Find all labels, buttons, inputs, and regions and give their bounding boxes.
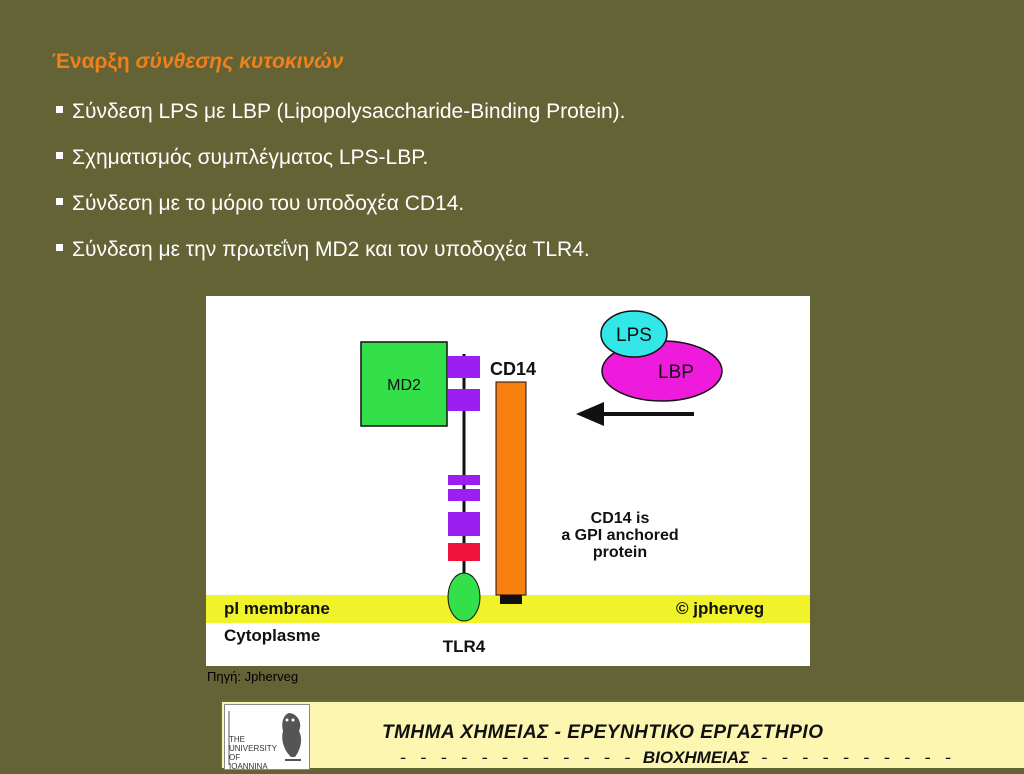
receptor-diagram: pl membrane © jpherveg Cytoplasme MD2 TL… xyxy=(206,296,810,666)
bullet-list: Σύνδεση LPS με LBP (Lipopolysaccharide-B… xyxy=(56,98,626,282)
bullet-text: Σύνδεση με την πρωτεΐνη MD2 και τον υποδ… xyxy=(72,238,590,261)
lps-label: LPS xyxy=(616,325,652,346)
footer-dashes-left: - - - - - - - - - - - - xyxy=(398,750,643,769)
footer-lab-name: ΒΙΟΧΗΜΕΙΑΣ xyxy=(642,748,750,767)
note-line-1: CD14 is xyxy=(591,510,650,527)
tlr4-domain-3 xyxy=(448,475,480,485)
logo-line: OF xyxy=(229,753,241,762)
note-line-2: a GPI anchored xyxy=(561,527,678,544)
lps-ellipse xyxy=(600,310,668,358)
cd14-bar xyxy=(495,381,527,596)
md2-label: MD2 xyxy=(387,377,421,394)
bullet-item: Σχηματισμός συμπλέγματος LPS-LBP. xyxy=(56,144,626,190)
tlr4-label: TLR4 xyxy=(443,637,486,656)
university-logo: THE UNIVERSITY OF IOANNINA xyxy=(224,704,310,771)
footer-banner: THE UNIVERSITY OF IOANNINA ΤΜΗΜΑ ΧΗΜΕΙΑΣ… xyxy=(220,700,1024,771)
tlr4-red-domain xyxy=(448,543,480,561)
bullet-item: Σύνδεση LPS με LBP (Lipopolysaccharide-B… xyxy=(56,98,626,144)
slide-title: Έναρξη σύνθεσης κυτοκινών xyxy=(52,50,343,74)
bullet-square-icon xyxy=(56,197,63,205)
bullet-text: Σύνδεση με το μόριο του υποδοχέα CD14. xyxy=(72,192,465,215)
logo-text: THE UNIVERSITY OF IOANNINA xyxy=(229,735,277,771)
note-line-3: protein xyxy=(593,544,647,561)
tlr4-domain-2 xyxy=(448,389,480,411)
footer-lab: - - - - - - - - - - - - ΒΙΟΧΗΜΕΙΑΣ - - -… xyxy=(398,748,953,769)
title-normal: Έναρξη xyxy=(52,50,136,73)
arrow-head-icon xyxy=(576,402,604,426)
receptor-diagram-svg: pl membrane © jpherveg Cytoplasme MD2 TL… xyxy=(206,310,810,656)
membrane-label: pl membrane xyxy=(224,599,330,618)
tlr4-domain-5 xyxy=(448,512,480,536)
logo-line: THE xyxy=(229,735,245,744)
bullet-square-icon xyxy=(56,151,63,159)
footer-dashes-right: - - - - - - - - - - xyxy=(749,750,954,769)
md2-box xyxy=(360,341,448,427)
title-italic: σύνθεσης κυτοκινών xyxy=(135,50,344,73)
lbp-label: LBP xyxy=(658,362,694,383)
bullet-text: Σχηματισμός συμπλέγματος LPS-LBP. xyxy=(72,146,429,169)
copyright-label: © jpherveg xyxy=(676,599,764,618)
gpi-anchor xyxy=(500,595,522,604)
tlr4-domain-4 xyxy=(448,489,480,501)
logo-line: IOANNINA xyxy=(229,762,268,771)
owl-emblem-icon xyxy=(228,711,302,765)
bullet-square-icon xyxy=(56,243,63,251)
logo-line: UNIVERSITY xyxy=(229,744,278,753)
bullet-item: Σύνδεση με το μόριο του υποδοχέα CD14. xyxy=(56,190,626,236)
cd14-label: CD14 xyxy=(490,359,536,379)
bullet-item: Σύνδεση με την πρωτεΐνη MD2 και τον υποδ… xyxy=(56,236,626,282)
bullet-square-icon xyxy=(56,105,63,113)
footer-department: ΤΜΗΜΑ ΧΗΜΕΙΑΣ - ΕΡΕΥΝΗΤΙΚΟ ΕΡΓΑΣΤΗΡΙΟ xyxy=(382,722,824,743)
figure-caption: Πηγή: Jpherveg xyxy=(207,669,299,684)
cytoplasme-label: Cytoplasme xyxy=(224,626,320,645)
tlr4-domain-1 xyxy=(448,356,480,378)
bullet-text: Σύνδεση LPS με LBP (Lipopolysaccharide-B… xyxy=(72,100,626,123)
tlr4-oval xyxy=(447,572,481,622)
